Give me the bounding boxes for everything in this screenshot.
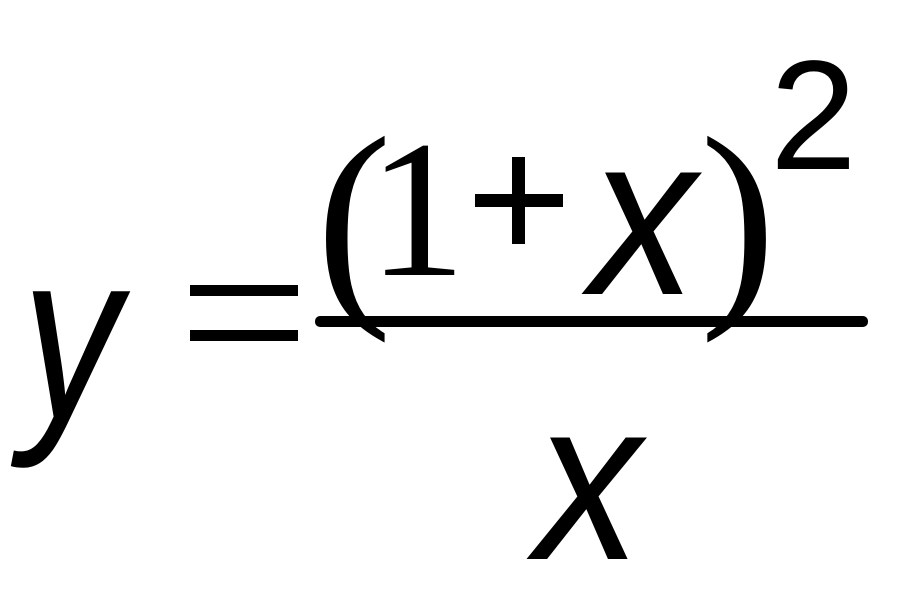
exponent-two: 2 <box>770 29 857 203</box>
equals-top-bar <box>190 285 298 296</box>
equals-bottom-bar <box>190 330 298 341</box>
open-parenthesis: ( <box>316 92 392 344</box>
math-formula: y ( 1 x ) 2 x <box>22 29 868 595</box>
close-parenthesis: ) <box>700 92 776 344</box>
denominator-variable-x: x <box>535 351 641 608</box>
fraction-bar <box>315 316 868 327</box>
digit-one: 1 <box>368 101 466 318</box>
plus-horizontal-bar <box>475 194 563 207</box>
variable-y: y <box>22 201 121 469</box>
numerator-variable-x: x <box>590 86 696 343</box>
